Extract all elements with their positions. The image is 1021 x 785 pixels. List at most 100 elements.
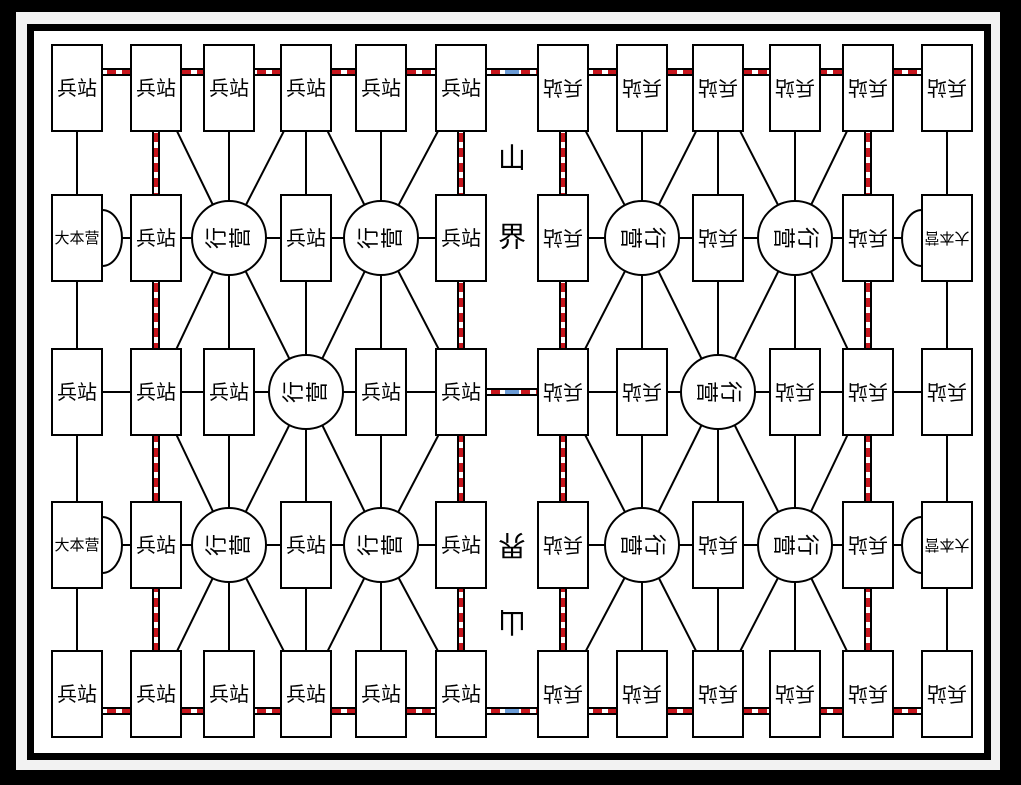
station-left-r2-c4[interactable]: 兵站 [280,194,332,282]
headquarters-label: 大本营 [924,229,969,247]
boundary-label-bottom-2: 山 [498,606,526,639]
camp-label: 行营 [771,534,820,556]
station-right-r5-c5[interactable]: 兵站 [842,650,894,738]
station-right-r4-c1[interactable]: 兵站 [537,501,589,589]
station-label: 兵站 [543,682,583,706]
station-right-r3-c5[interactable]: 兵站 [842,348,894,436]
station-left-r2-c6[interactable]: 兵站 [435,194,487,282]
station-left-r1-c1[interactable]: 兵站 [51,44,103,132]
station-label: 兵站 [775,380,815,404]
station-label: 兵站 [441,533,481,557]
station-right-r1-c6[interactable]: 兵站 [921,44,973,132]
station-right-r2-c5[interactable]: 兵站 [842,194,894,282]
station-label: 兵站 [209,682,249,706]
station-label: 兵站 [622,682,662,706]
station-label: 兵站 [136,380,176,404]
station-left-r5-c6[interactable]: 兵站 [435,650,487,738]
station-label: 兵站 [775,76,815,100]
station-right-r3-c2[interactable]: 兵站 [616,348,668,436]
camp-right-r4-c4[interactable]: 行营 [757,507,833,583]
camp-label: 行营 [357,227,406,249]
station-label: 兵站 [698,76,738,100]
camp-left-r4-c3[interactable]: 行营 [191,507,267,583]
station-label: 兵站 [209,76,249,100]
station-right-r1-c1[interactable]: 兵站 [537,44,589,132]
station-right-r2-c1[interactable]: 兵站 [537,194,589,282]
station-right-r3-c6[interactable]: 兵站 [921,348,973,436]
station-right-r5-c1[interactable]: 兵站 [537,650,589,738]
station-label: 兵站 [622,76,662,100]
station-left-r3-c2[interactable]: 兵站 [130,348,182,436]
station-right-r5-c2[interactable]: 兵站 [616,650,668,738]
station-label: 兵站 [57,76,97,100]
station-right-r5-c3[interactable]: 兵站 [692,650,744,738]
station-left-r5-c2[interactable]: 兵站 [130,650,182,738]
station-left-r3-c6[interactable]: 兵站 [435,348,487,436]
station-right-r1-c3[interactable]: 兵站 [692,44,744,132]
station-label: 兵站 [848,380,888,404]
station-label: 兵站 [441,380,481,404]
boundary-label-bottom-1: 界 [498,529,526,562]
camp-right-r3-c3[interactable]: 行营 [680,354,756,430]
station-label: 兵站 [543,380,583,404]
station-right-r5-c6[interactable]: 兵站 [921,650,973,738]
station-label: 兵站 [848,226,888,250]
camp-left-r2-c3[interactable]: 行营 [191,200,267,276]
station-left-r4-c4[interactable]: 兵站 [280,501,332,589]
station-label: 兵站 [209,380,249,404]
station-right-r4-c3[interactable]: 兵站 [692,501,744,589]
station-right-r4-c5[interactable]: 兵站 [842,501,894,589]
station-right-r1-c5[interactable]: 兵站 [842,44,894,132]
station-label: 兵站 [441,76,481,100]
headquarters-label: 大本营 [54,536,99,554]
station-left-r1-c3[interactable]: 兵站 [203,44,255,132]
camp-left-r2-c5[interactable]: 行营 [343,200,419,276]
station-left-r5-c1[interactable]: 兵站 [51,650,103,738]
camp-right-r4-c2[interactable]: 行营 [604,507,680,583]
station-right-r3-c1[interactable]: 兵站 [537,348,589,436]
station-right-r3-c4[interactable]: 兵站 [769,348,821,436]
camp-label: 行营 [205,534,254,556]
station-label: 兵站 [136,76,176,100]
station-label: 兵站 [286,76,326,100]
camp-left-r3-c4[interactable]: 行营 [268,354,344,430]
camp-label: 行营 [694,381,743,403]
station-label: 兵站 [775,682,815,706]
camp-label: 行营 [282,381,331,403]
station-label: 兵站 [927,682,967,706]
camp-right-r2-c4[interactable]: 行营 [757,200,833,276]
station-left-r5-c5[interactable]: 兵站 [355,650,407,738]
headquarters-label: 大本营 [54,229,99,247]
station-left-r3-c1[interactable]: 兵站 [51,348,103,436]
station-label: 兵站 [848,533,888,557]
station-left-r3-c3[interactable]: 兵站 [203,348,255,436]
station-right-r2-c3[interactable]: 兵站 [692,194,744,282]
station-label: 兵站 [441,226,481,250]
station-left-r4-c6[interactable]: 兵站 [435,501,487,589]
headquarters-label: 大本营 [924,536,969,554]
headquarters-left-r4-c1[interactable]: 大本营 [51,501,123,589]
station-left-r1-c6[interactable]: 兵站 [435,44,487,132]
headquarters-left-r2-c1[interactable]: 大本营 [51,194,123,282]
station-label: 兵站 [543,226,583,250]
station-left-r2-c2[interactable]: 兵站 [130,194,182,282]
station-label: 兵站 [927,380,967,404]
station-right-r1-c2[interactable]: 兵站 [616,44,668,132]
station-left-r1-c2[interactable]: 兵站 [130,44,182,132]
board-positions: 兵站兵站兵站兵站兵站兵站大本营兵站行营兵站行营兵站兵站兵站兵站行营兵站兵站大本营… [51,44,973,738]
station-left-r5-c4[interactable]: 兵站 [280,650,332,738]
camp-left-r4-c5[interactable]: 行营 [343,507,419,583]
station-left-r3-c5[interactable]: 兵站 [355,348,407,436]
station-right-r1-c4[interactable]: 兵站 [769,44,821,132]
station-right-r5-c4[interactable]: 兵站 [769,650,821,738]
headquarters-right-r2-c6[interactable]: 大本营 [901,194,973,282]
station-left-r1-c5[interactable]: 兵站 [355,44,407,132]
camp-label: 行营 [618,227,667,249]
station-label: 兵站 [848,76,888,100]
station-left-r5-c3[interactable]: 兵站 [203,650,255,738]
station-left-r1-c4[interactable]: 兵站 [280,44,332,132]
camp-right-r2-c2[interactable]: 行营 [604,200,680,276]
station-left-r4-c2[interactable]: 兵站 [130,501,182,589]
boundary-label-top-1: 山 [498,142,526,175]
headquarters-right-r4-c6[interactable]: 大本营 [901,501,973,589]
